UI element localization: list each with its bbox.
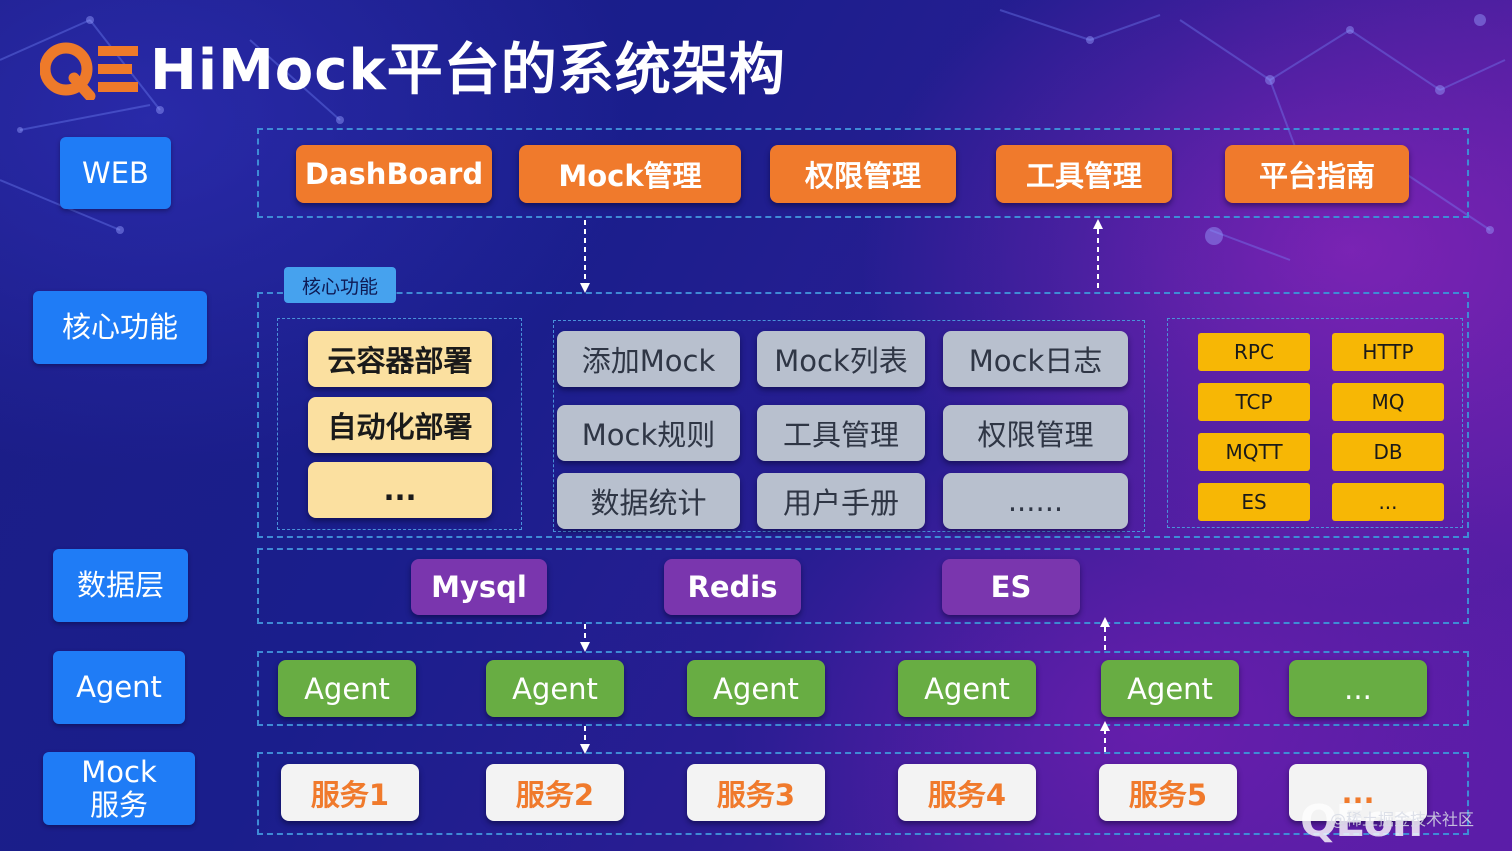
service-box-1: 服务1 xyxy=(281,764,419,821)
side-label-agent: Agent xyxy=(53,651,185,724)
bottom-right-logo: QEon xyxy=(1300,796,1423,847)
core-feature-add-mock: 添加Mock xyxy=(557,331,740,387)
core-cloud-container-deploy: 云容器部署 xyxy=(308,331,492,387)
side-label-core: 核心功能 xyxy=(33,291,207,364)
core-feature-more: ...... xyxy=(943,473,1128,529)
agent-box-1: Agent xyxy=(278,660,416,717)
side-label-data: 数据层 xyxy=(53,549,188,622)
data-redis: Redis xyxy=(664,559,801,615)
service-box-4: 服务4 xyxy=(898,764,1036,821)
core-auto-deploy: 自动化部署 xyxy=(308,397,492,453)
core-feature-tool-manage: 工具管理 xyxy=(757,405,925,461)
web-button-dashboard[interactable]: DashBoard xyxy=(296,145,492,203)
protocol-rpc: RPC xyxy=(1198,333,1310,371)
service-box-more: ... xyxy=(1289,764,1427,821)
data-mysql: Mysql xyxy=(411,559,547,615)
core-function-tag: 核心功能 xyxy=(284,267,396,303)
page-title: HiMock平台的系统架构 xyxy=(150,38,786,103)
web-button-mock-manage[interactable]: Mock管理 xyxy=(519,145,741,203)
core-feature-permission-manage: 权限管理 xyxy=(943,405,1128,461)
data-es: ES xyxy=(942,559,1080,615)
core-features-frame xyxy=(553,320,1145,532)
agent-box-4: Agent xyxy=(898,660,1036,717)
side-label-mock-line1: Mock xyxy=(81,754,157,789)
core-deploy-frame xyxy=(277,318,522,530)
protocol-mq: MQ xyxy=(1332,383,1444,421)
service-box-3: 服务3 xyxy=(687,764,825,821)
qe-logo xyxy=(40,42,138,100)
protocol-db: DB xyxy=(1332,433,1444,471)
web-button-tool-manage[interactable]: 工具管理 xyxy=(996,145,1172,203)
protocol-more: ... xyxy=(1332,483,1444,521)
core-feature-user-manual: 用户手册 xyxy=(757,473,925,529)
core-feature-mock-log: Mock日志 xyxy=(943,331,1128,387)
service-box-2: 服务2 xyxy=(486,764,624,821)
side-label-mock-line2: 服务 xyxy=(89,787,148,822)
protocol-http: HTTP xyxy=(1332,333,1444,371)
protocol-mqtt: MQTT xyxy=(1198,433,1310,471)
web-button-permission-manage[interactable]: 权限管理 xyxy=(770,145,956,203)
service-box-5: 服务5 xyxy=(1099,764,1237,821)
core-deploy-more: ... xyxy=(308,462,492,518)
watermark-text: @稀土掘金技术社区 xyxy=(1330,810,1475,829)
protocol-tcp: TCP xyxy=(1198,383,1310,421)
web-layer-frame xyxy=(257,128,1469,218)
data-layer-frame xyxy=(257,548,1469,624)
protocol-es: ES xyxy=(1198,483,1310,521)
agent-box-more: ... xyxy=(1289,660,1427,717)
core-feature-mock-rules: Mock规则 xyxy=(557,405,740,461)
agent-layer-frame xyxy=(257,651,1469,726)
core-layer-frame xyxy=(257,292,1469,538)
agent-box-2: Agent xyxy=(486,660,624,717)
agent-box-5: Agent xyxy=(1101,660,1239,717)
service-layer-frame xyxy=(257,752,1469,835)
side-label-mock-service: Mock 服务 xyxy=(43,752,195,825)
core-feature-mock-list: Mock列表 xyxy=(757,331,925,387)
web-button-platform-guide[interactable]: 平台指南 xyxy=(1225,145,1409,203)
protocol-frame xyxy=(1167,318,1463,528)
agent-box-3: Agent xyxy=(687,660,825,717)
side-label-web: WEB xyxy=(60,137,171,209)
core-feature-data-stats: 数据统计 xyxy=(557,473,740,529)
